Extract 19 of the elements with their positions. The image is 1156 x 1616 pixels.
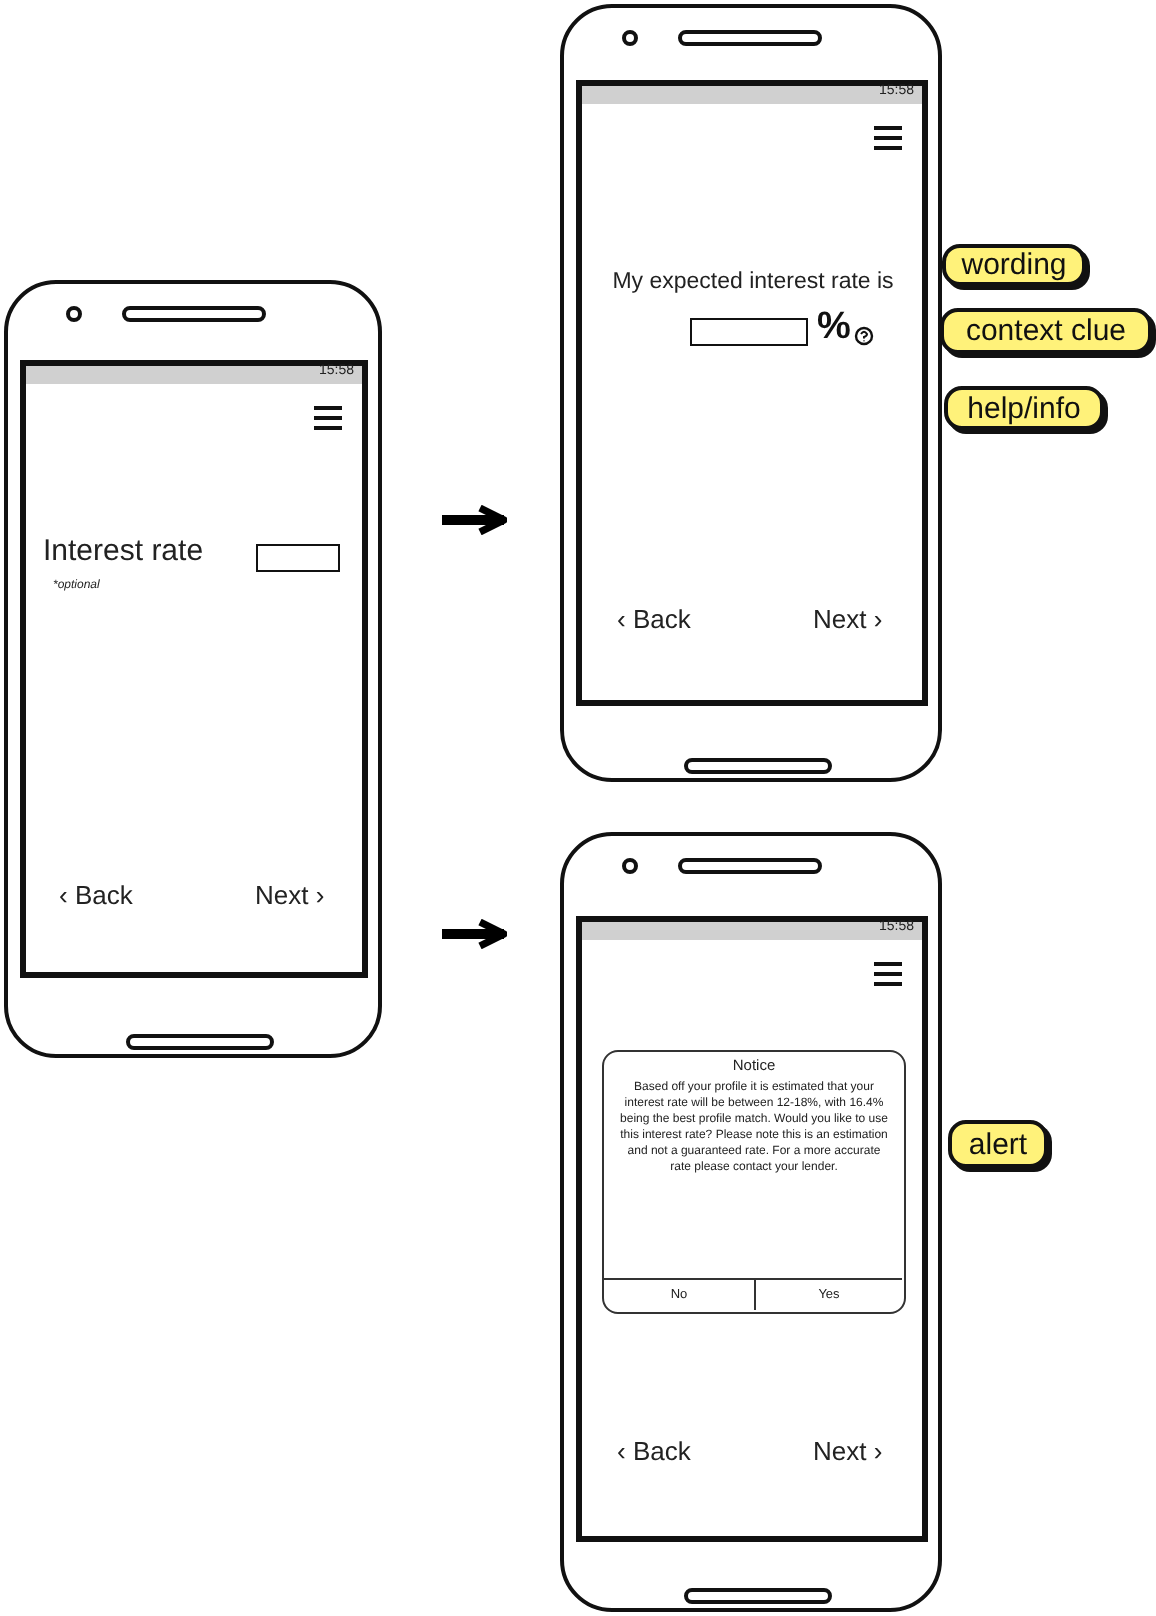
next-link: Next ›	[813, 605, 883, 635]
phone-mockup	[560, 832, 942, 1612]
percent-sign: %	[817, 305, 851, 349]
annotation-tag: help/info	[944, 386, 1104, 430]
back-link: ‹ Back	[617, 1437, 691, 1467]
back-link: ‹ Back	[617, 605, 691, 635]
phone-mockup	[4, 280, 382, 1058]
arrow	[442, 504, 508, 536]
annotation-tag: context clue	[940, 308, 1152, 354]
annotation-tag: wording	[942, 244, 1086, 286]
next-link: Next ›	[255, 881, 325, 911]
arrow	[442, 918, 508, 950]
annotation-tag: alert	[948, 1120, 1048, 1168]
back-link: ‹ Back	[59, 881, 133, 911]
phone-mockup	[560, 4, 942, 782]
field-label: Interest rate	[43, 533, 204, 568]
prompt-text: My expected interest rate is	[610, 269, 896, 296]
notice-dialog	[602, 1050, 906, 1314]
next-link: Next ›	[813, 1437, 883, 1467]
